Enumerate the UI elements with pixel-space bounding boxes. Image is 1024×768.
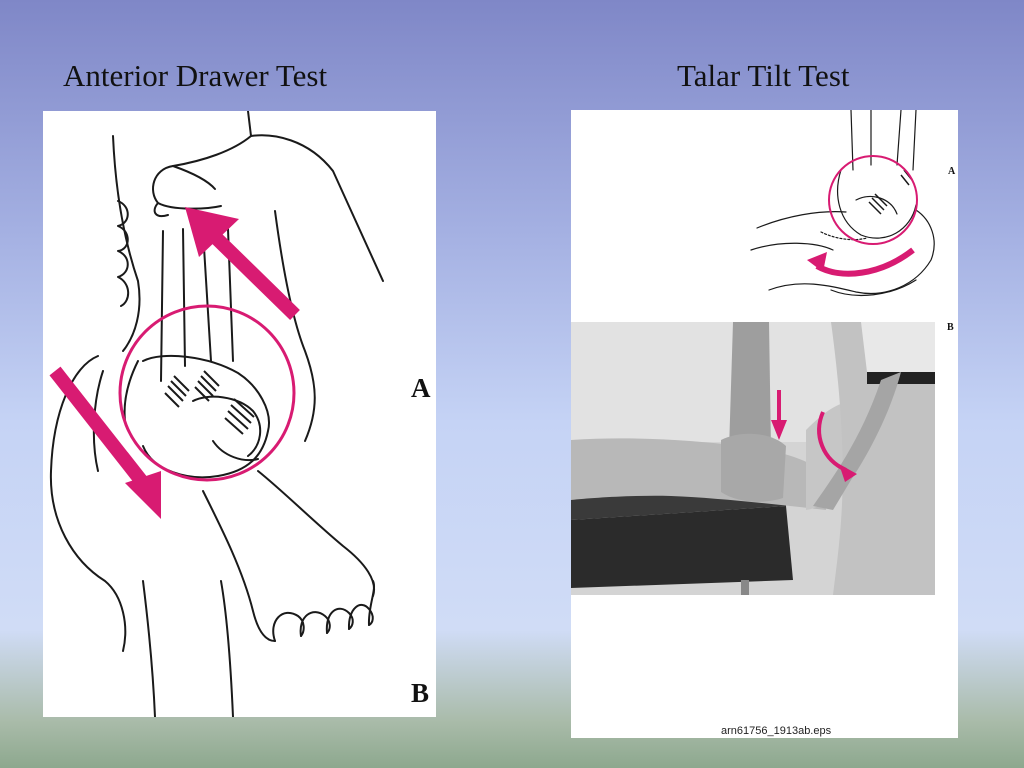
tilt-rotation-arrow-top bbox=[807, 247, 915, 277]
talar-tilt-photo bbox=[571, 322, 935, 595]
figure-file-name: arn61756_1913ab.eps bbox=[721, 725, 832, 737]
talar-tilt-illustration: A B arn61756_1913ab.eps bbox=[571, 110, 958, 738]
highlight-circle bbox=[118, 304, 296, 482]
tilt-rotation-arrow-bottom bbox=[817, 411, 857, 482]
talar-tilt-drawing bbox=[571, 110, 935, 595]
tilt-highlight-circle bbox=[828, 155, 918, 245]
downward-push-arrow bbox=[771, 390, 787, 440]
figure-label-a: A bbox=[411, 373, 431, 403]
talar-tilt-test-title: Talar Tilt Test bbox=[677, 58, 850, 93]
downward-force-arrow bbox=[49, 366, 161, 519]
figure-label-a-small: A bbox=[948, 166, 956, 177]
anterior-drawer-illustration: A B bbox=[43, 111, 436, 717]
figure-label-b-small: B bbox=[947, 322, 954, 333]
anterior-drawer-drawing bbox=[49, 111, 384, 717]
anterior-drawer-test-title: Anterior Drawer Test bbox=[63, 58, 328, 93]
upward-force-arrow bbox=[185, 207, 300, 321]
figure-label-b: B bbox=[411, 678, 430, 708]
